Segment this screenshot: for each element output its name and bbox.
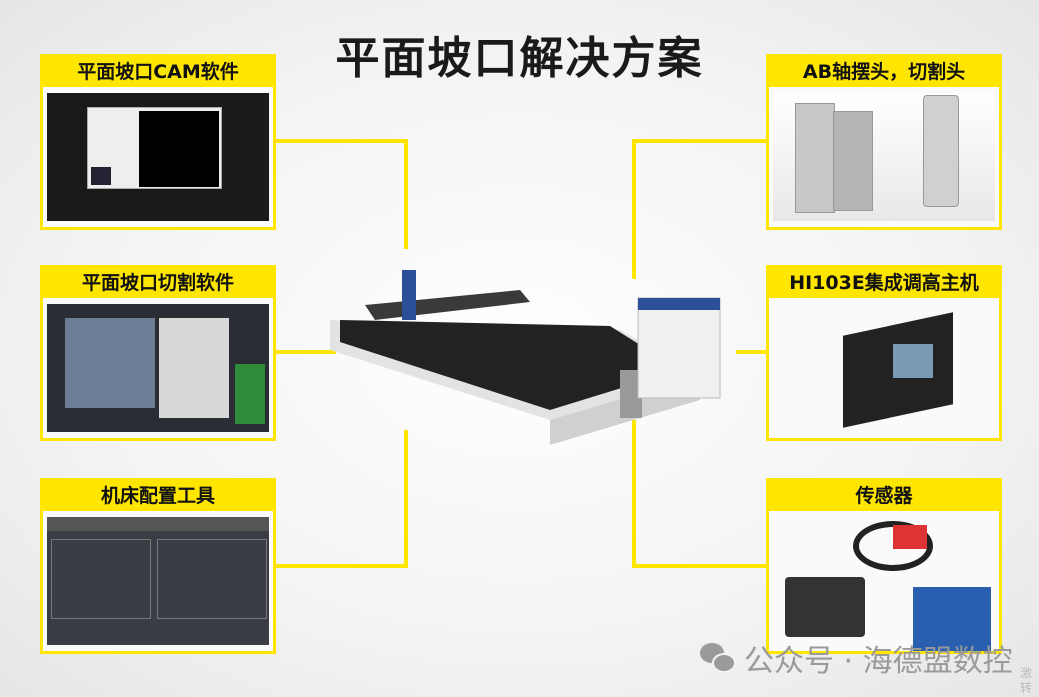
connector-line (404, 139, 408, 249)
sensor-image (773, 517, 995, 651)
panel-title: 平面坡口CAM软件 (43, 57, 273, 87)
corner-text: 激转 (1020, 666, 1032, 696)
laser-cutting-machine (330, 270, 721, 445)
wechat-icon (700, 643, 736, 673)
machine-panel (620, 370, 642, 418)
panel-title: 传感器 (769, 481, 999, 511)
cabinet-stripe (638, 298, 720, 310)
cutting-table (340, 320, 680, 410)
connector-line (632, 564, 766, 568)
connector-line (404, 430, 408, 566)
watermark-text: 公众号 · 海德盟数控 (744, 644, 1013, 679)
ab-axis-head-panel: AB轴摆头，切割头 (766, 54, 1002, 230)
connector-line (632, 139, 766, 143)
gantry (365, 290, 530, 320)
cutting-head (402, 270, 416, 320)
controller-unit-image (773, 304, 995, 432)
panel-title: 机床配置工具 (43, 481, 273, 511)
panel-title: HI103E集成调高主机 (769, 268, 999, 298)
watermark: 公众号 · 海德盟数控 (700, 636, 1013, 680)
corner-text-line: 转 (1020, 681, 1033, 695)
connector-line (276, 139, 408, 143)
connector-line (276, 564, 408, 568)
connector-line (736, 350, 766, 354)
cam-software-panel: 平面坡口CAM软件 (40, 54, 276, 230)
cam-software-screenshot (47, 93, 269, 221)
control-cabinet (637, 297, 721, 399)
connector-line (632, 139, 636, 279)
config-tool-screenshot (47, 517, 269, 645)
connector-line (632, 420, 636, 566)
cutting-head-image (773, 93, 995, 221)
page-title: 平面坡口解决方案 (335, 33, 704, 84)
cutting-software-panel: 平面坡口切割软件 (40, 265, 276, 441)
connector-line (276, 350, 336, 354)
cutting-software-screenshot (47, 304, 269, 432)
height-controller-panel: HI103E集成调高主机 (766, 265, 1002, 441)
machine-config-panel: 机床配置工具 (40, 478, 276, 654)
panel-title: 平面坡口切割软件 (43, 268, 273, 298)
panel-title: AB轴摆头，切割头 (769, 57, 999, 87)
corner-text-line: 激 (1020, 666, 1033, 680)
sensor-panel: 传感器 (766, 478, 1002, 654)
